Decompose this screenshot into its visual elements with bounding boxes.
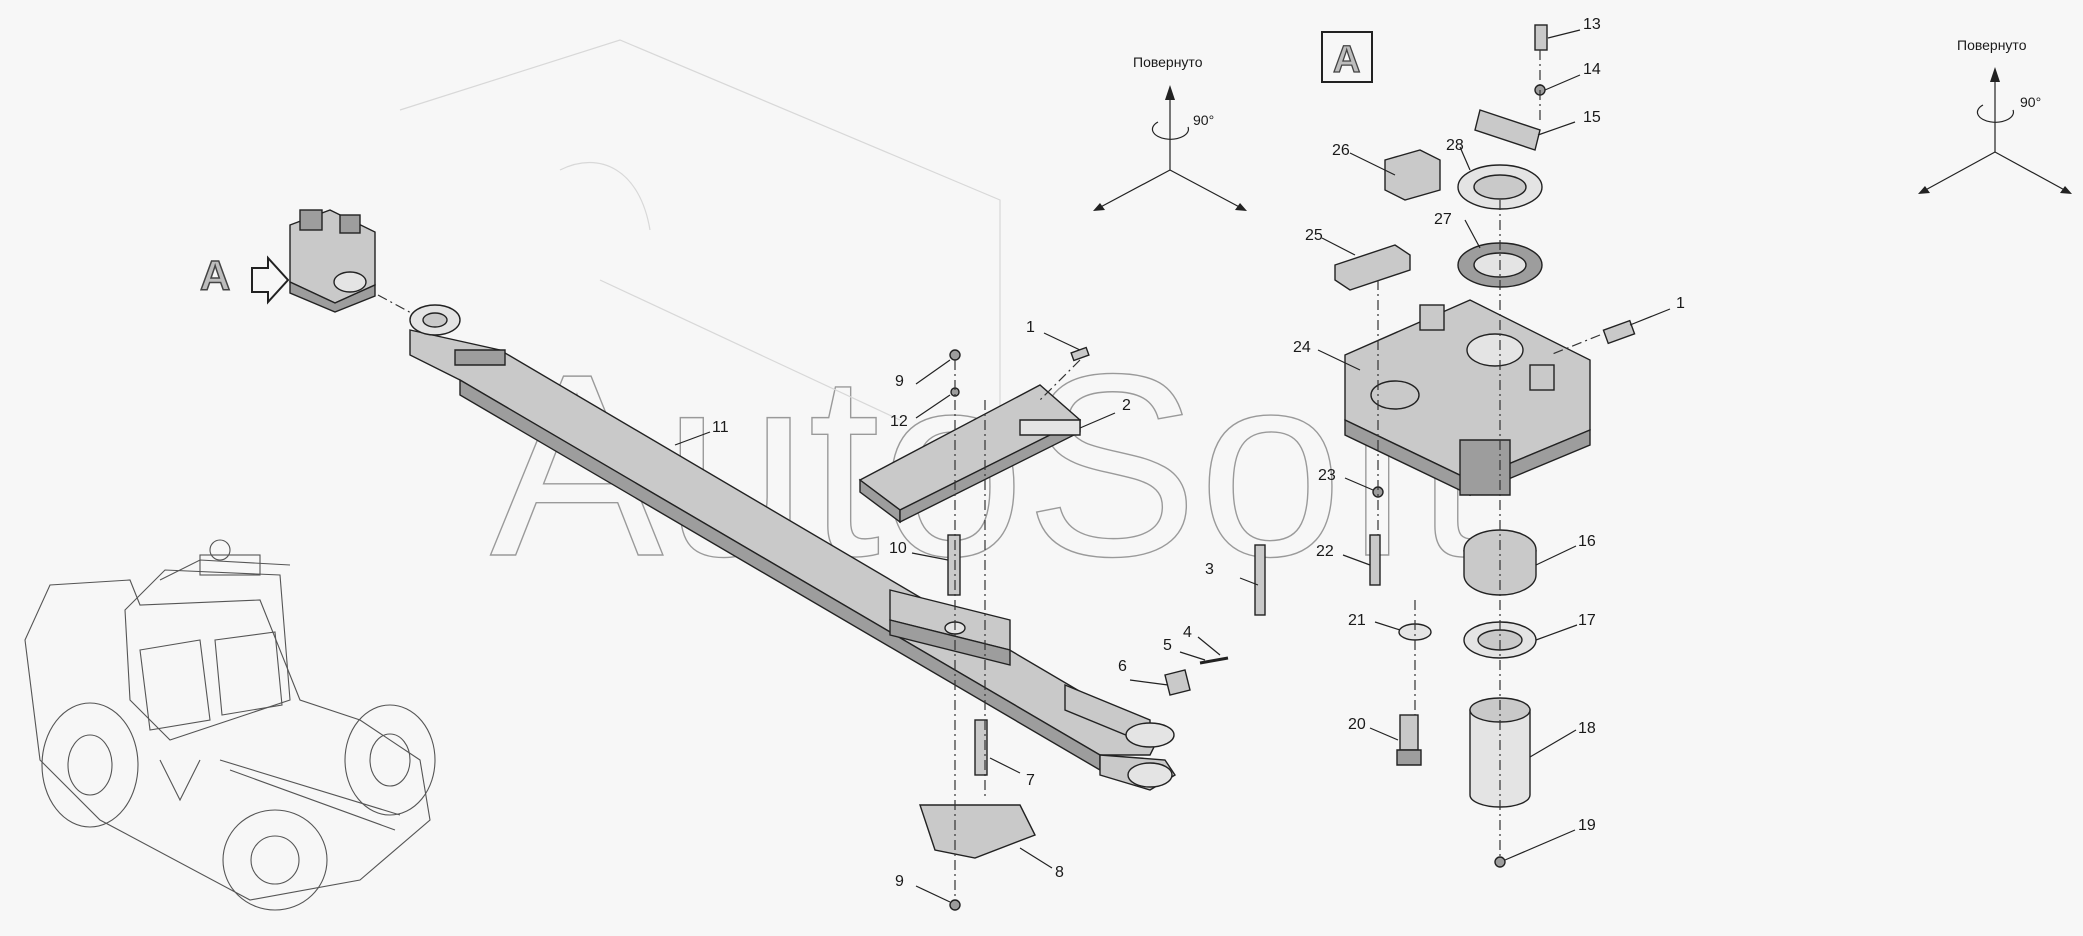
callout-16: 16 xyxy=(1578,533,1596,550)
pin-part-7 xyxy=(974,719,988,776)
callout-22: 22 xyxy=(1316,543,1334,560)
bolt-part-1 xyxy=(1070,346,1090,362)
callout-13: 13 xyxy=(1583,16,1601,33)
callout-6: 6 xyxy=(1118,658,1127,675)
callout-7: 7 xyxy=(1026,772,1035,789)
block-part-26 xyxy=(1384,149,1441,201)
part-5 xyxy=(1199,656,1229,665)
bolt-part-22 xyxy=(1369,534,1381,586)
rotation-indicator-2: Повернуто 90° xyxy=(1918,37,2072,194)
bracket-part-2 xyxy=(858,384,1082,524)
callout-14: 14 xyxy=(1583,61,1601,78)
callout-19: 19 xyxy=(1578,817,1596,834)
nut-part-9b xyxy=(949,899,961,911)
callout-1: 1 xyxy=(1026,319,1035,336)
callout-27: 27 xyxy=(1434,211,1452,228)
pin-part-10 xyxy=(947,534,961,596)
callout-15: 15 xyxy=(1583,109,1601,126)
callout-4: 4 xyxy=(1183,624,1192,641)
callout-18: 18 xyxy=(1578,720,1596,737)
rotation-angle: 90° xyxy=(1193,112,1214,128)
rotation-indicator-1: Повернуто 90° xyxy=(1093,54,1247,211)
fitting-part-19 xyxy=(1494,856,1506,868)
view-a-box-label: A xyxy=(1333,39,1360,81)
rotation-label: Повернуто xyxy=(1133,54,1203,70)
view-a-box xyxy=(1321,31,1373,83)
callout-20: 20 xyxy=(1348,716,1366,733)
callout-21: 21 xyxy=(1348,612,1366,629)
part-3 xyxy=(1254,544,1266,616)
callout-5: 5 xyxy=(1163,637,1172,654)
callout-9: 9 xyxy=(895,373,904,390)
sleeve-part-18 xyxy=(1469,709,1531,808)
callout-10: 10 xyxy=(889,540,907,557)
callout-2: 2 xyxy=(1122,397,1131,414)
rotate-icon xyxy=(1151,121,1190,140)
rotation-angle: 90° xyxy=(2020,94,2041,110)
nut-part-9 xyxy=(949,349,961,361)
part-6 xyxy=(1164,669,1191,696)
callout-17: 17 xyxy=(1578,612,1596,629)
callout-9b: 9 xyxy=(895,873,904,890)
callout-3: 3 xyxy=(1205,561,1214,578)
rotate-icon xyxy=(1976,104,2015,123)
callout-12: 12 xyxy=(890,413,908,430)
bolt-part-13 xyxy=(1534,24,1548,51)
callout-11: 11 xyxy=(712,419,729,436)
block-part-25 xyxy=(1334,244,1411,291)
tractor-sketch xyxy=(24,539,436,911)
callout-28: 28 xyxy=(1446,137,1464,154)
callout-8: 8 xyxy=(1055,864,1064,881)
callout-25: 25 xyxy=(1305,227,1323,244)
pin-part-20 xyxy=(1399,714,1419,751)
callout-23: 23 xyxy=(1318,467,1336,484)
assembly-a-detail xyxy=(1344,299,1591,497)
plate-part-8 xyxy=(919,804,1036,859)
callout-labels: 1 2 3 4 5 6 7 8 9 9 10 11 12 1 13 14 15 … xyxy=(712,16,1685,890)
assembly-a-small xyxy=(289,209,376,313)
leader-lines xyxy=(674,29,1671,903)
callout-1b: 1 xyxy=(1676,295,1685,312)
callout-26: 26 xyxy=(1332,142,1350,159)
callout-24: 24 xyxy=(1293,339,1311,356)
plate-part-15 xyxy=(1474,109,1541,151)
view-arrow-icon xyxy=(251,255,290,305)
ghost-lines xyxy=(399,39,1001,421)
bolt-part-1b xyxy=(1602,319,1636,345)
view-a-marker: A xyxy=(200,252,230,299)
rotation-label: Повернуто xyxy=(1957,37,2027,53)
rod-part-11 xyxy=(409,304,1176,791)
